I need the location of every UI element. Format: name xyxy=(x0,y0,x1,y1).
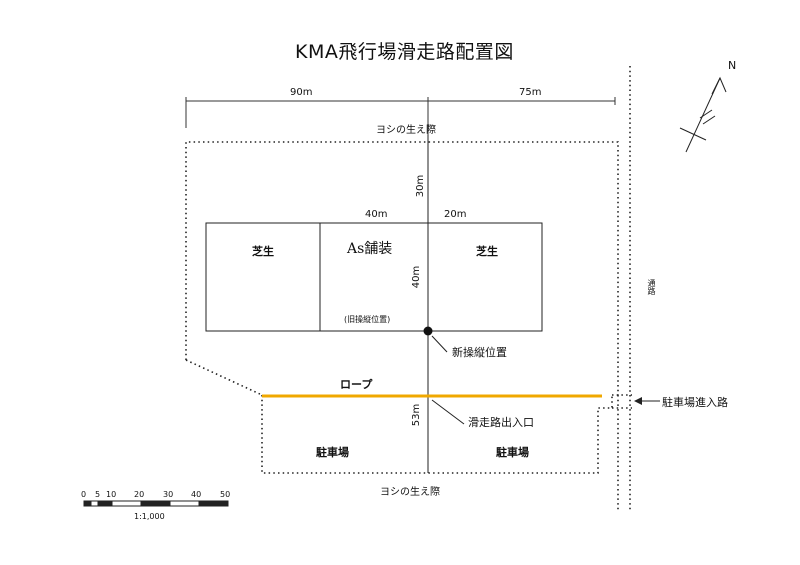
scale-tick: 5 xyxy=(95,490,101,499)
leader-lines xyxy=(431,335,465,425)
reed-border-north-label: ヨシの生え際 xyxy=(376,125,436,136)
grass-right-label: 芝生 xyxy=(476,245,498,258)
grass-left-label: 芝生 xyxy=(252,245,274,258)
parking-right-label: 駐車場 xyxy=(496,446,529,459)
road-edges xyxy=(617,66,631,512)
scale-tick: 30 xyxy=(163,490,174,499)
dimension-pavement-depth: 40m xyxy=(411,265,422,289)
dimension-north-setback: 30m xyxy=(415,174,426,198)
grass-left-area xyxy=(205,222,321,332)
scale-tick: 10 xyxy=(106,490,117,499)
scale-bar xyxy=(83,500,229,507)
dimension-south-depth: 53m xyxy=(411,403,422,427)
scale-ratio: 1:1,000 xyxy=(134,512,165,521)
runway-entrance-label: 滑走路出入口 xyxy=(468,416,534,429)
scale-tick: 40 xyxy=(191,490,202,499)
road-label: 通路 xyxy=(647,279,656,295)
north-arrow-letter: N xyxy=(728,59,737,72)
dimension-west-width: 90m xyxy=(290,87,313,98)
dimension-east-width: 75m xyxy=(519,87,542,98)
rope-label: ロープ xyxy=(340,378,373,391)
scale-tick: 0 xyxy=(81,490,87,499)
top-dimension-line xyxy=(185,97,616,135)
dimension-east-grass-width: 20m xyxy=(444,209,467,220)
reed-border-south-label: ヨシの生え際 xyxy=(380,487,440,498)
site-boundary-dotted xyxy=(185,141,632,474)
pavement-label: As舗装 xyxy=(347,241,393,257)
scale-tick: 50 xyxy=(220,490,231,499)
old-control-position-label: (旧操縦位置) xyxy=(344,315,391,324)
scale-tick: 20 xyxy=(134,490,145,499)
north-arrow-icon xyxy=(679,76,727,153)
parking-left-label: 駐車場 xyxy=(316,446,349,459)
page-title: KMA飛行場滑走路配置図 xyxy=(295,41,514,63)
new-control-position-marker xyxy=(423,326,433,336)
new-control-position-label: 新操縦位置 xyxy=(452,346,507,359)
parking-entrance-arrow xyxy=(634,397,660,405)
dimension-pavement-width: 40m xyxy=(365,209,388,220)
parking-entrance-label: 駐車場進入路 xyxy=(662,396,728,409)
grass-right-area xyxy=(427,222,543,332)
